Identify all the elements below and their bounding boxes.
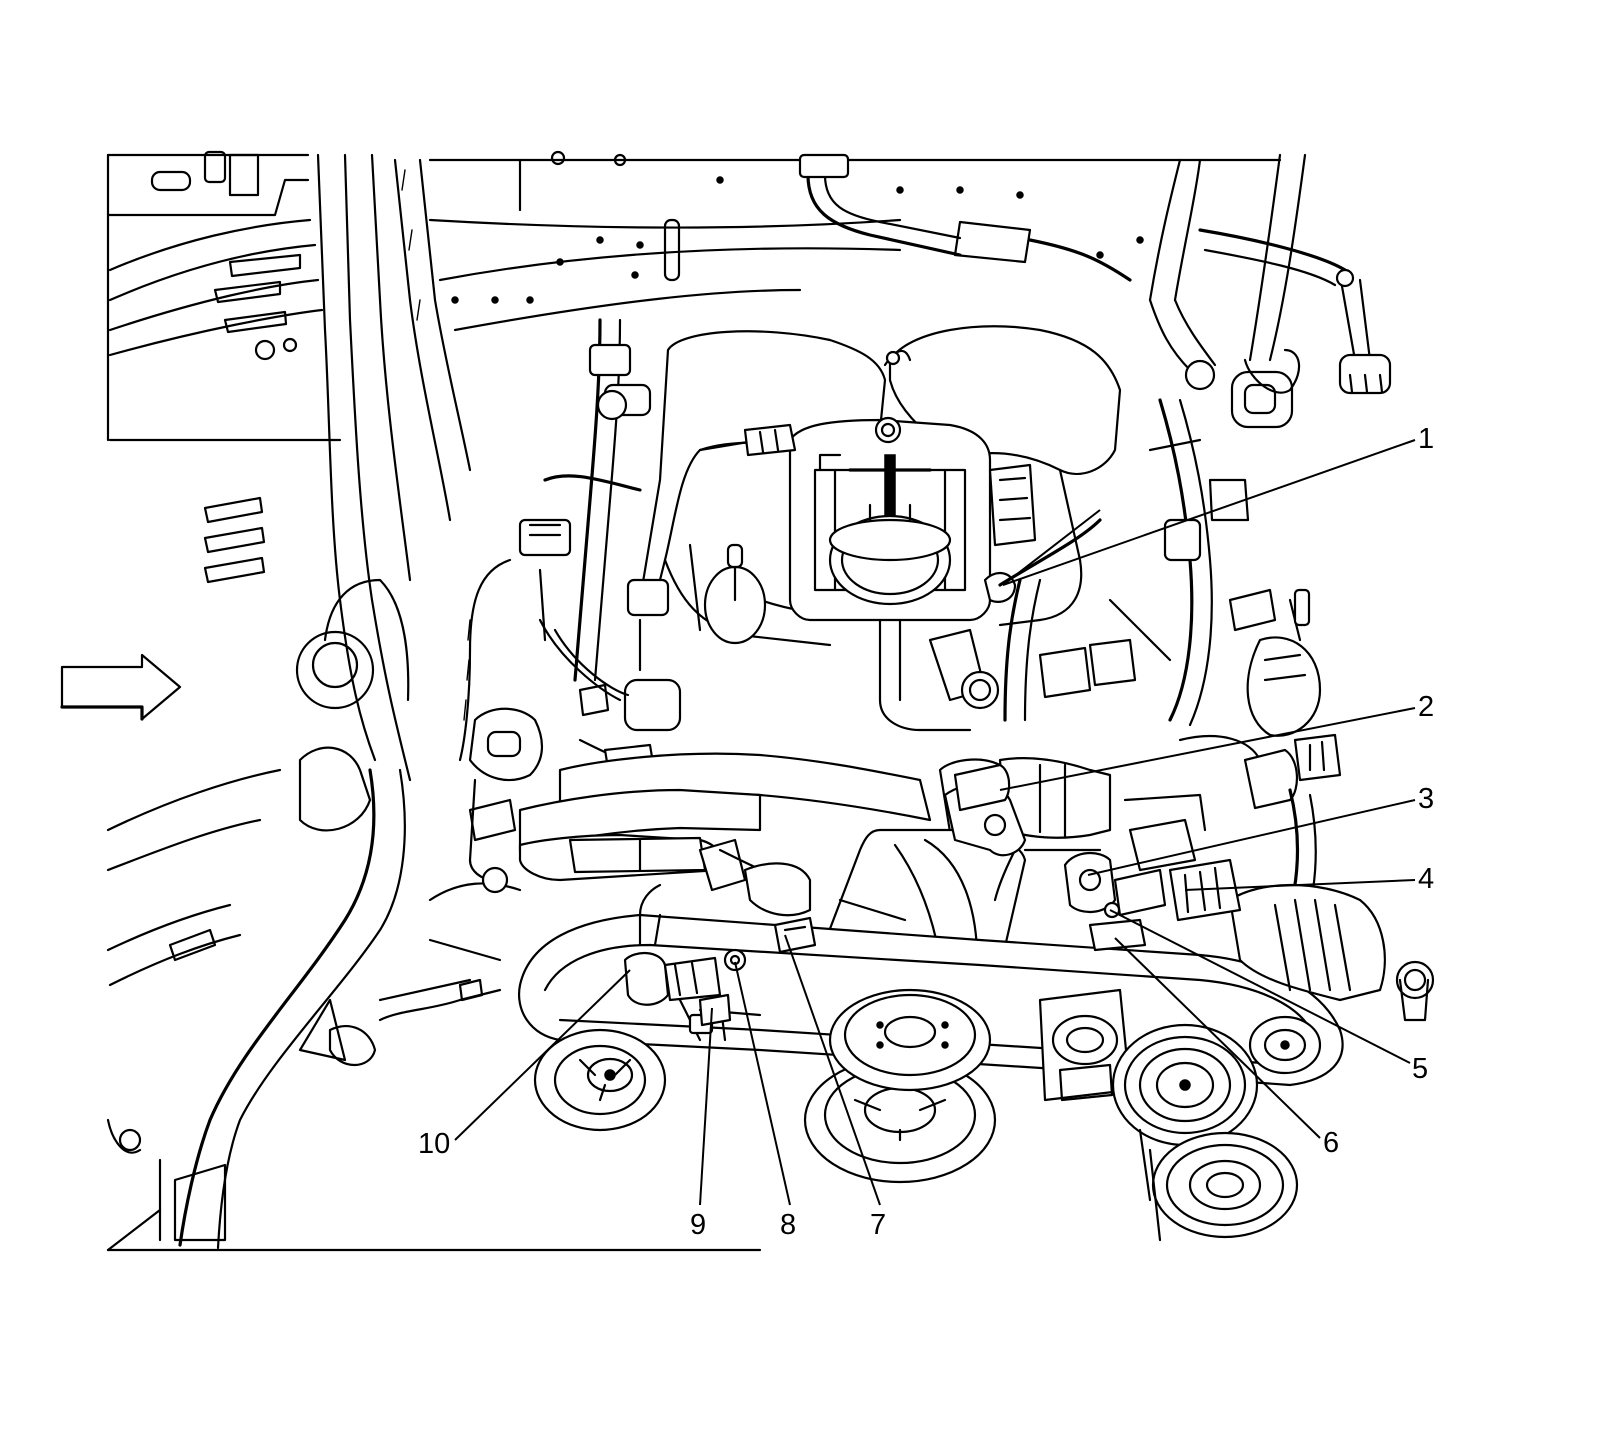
leader-5 [1109, 909, 1411, 1064]
callout-1: 1 [1418, 423, 1434, 455]
callout-8: 8 [780, 1209, 796, 1241]
sensors-connectors [623, 518, 1242, 1027]
callout-10: 10 [418, 1128, 450, 1160]
callout-6: 6 [1323, 1127, 1339, 1159]
leader-10 [454, 969, 631, 1141]
callout-5: 5 [1412, 1053, 1428, 1085]
leader-1 [1002, 439, 1416, 586]
leader-8 [734, 961, 791, 1206]
callout-7: 7 [870, 1209, 886, 1241]
leader-9 [699, 1007, 713, 1206]
callout-9: 9 [690, 1209, 706, 1241]
arrow-right-outline-icon [60, 653, 182, 721]
leader-7 [784, 934, 881, 1206]
leader-lines [454, 439, 1416, 1206]
callout-2: 2 [1418, 691, 1434, 723]
intake-manifold [638, 325, 1122, 732]
callout-labels: 1 2 3 4 5 6 7 8 9 10 [418, 423, 1434, 1241]
leader-3 [1087, 799, 1416, 876]
callout-4: 4 [1418, 863, 1434, 895]
body-structure [106, 150, 1307, 1252]
upper-hoses-harness [798, 153, 1392, 395]
leader-1b [1002, 509, 1101, 586]
leader-4 [1184, 879, 1416, 891]
leader-2 [999, 707, 1416, 791]
leader-6 [1114, 937, 1321, 1139]
callout-3: 3 [1418, 783, 1434, 815]
